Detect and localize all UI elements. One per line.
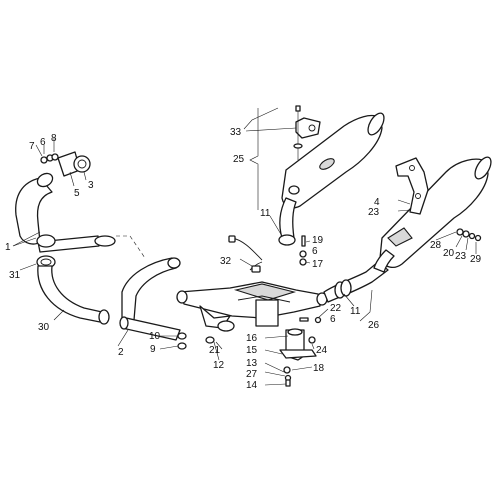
callout-16: 16: [246, 333, 258, 344]
callout-19: 19: [312, 235, 324, 246]
callout-29: 29: [470, 254, 482, 265]
callout-18: 18: [313, 363, 325, 374]
callout-11-b: 11: [350, 306, 361, 317]
flange-gasket-assembly: [40, 151, 91, 177]
callout-1: 1: [5, 242, 11, 253]
bracket-4: [395, 157, 429, 215]
oxygen-sensor-32: [228, 235, 263, 273]
callout-15: 15: [246, 345, 258, 356]
callout-21: 21: [209, 345, 221, 356]
callout-20: 20: [443, 248, 455, 259]
callout-31: 31: [9, 270, 21, 281]
upper-muffler-25: [278, 112, 385, 246]
callout-11-a: 11: [260, 208, 271, 219]
callout-33: 33: [230, 127, 242, 138]
callout-10: 10: [149, 331, 161, 342]
header-pipe-2: [119, 257, 181, 341]
callout-32: 32: [220, 256, 232, 267]
callout-2: 2: [118, 347, 124, 358]
alignment-line-1: [116, 235, 146, 259]
callout-6-a: 6: [40, 137, 46, 148]
callout-27: 27: [246, 369, 258, 380]
callout-13: 13: [246, 358, 258, 369]
callout-6-b: 6: [312, 246, 318, 257]
callout-4: 4: [374, 197, 380, 208]
callout-24: 24: [316, 345, 328, 356]
callout-25: 25: [233, 154, 245, 165]
callout-23-a: 23: [368, 207, 380, 218]
leader-lines: [12, 107, 477, 386]
stand-bracket: [279, 328, 317, 387]
collector-box: [176, 281, 328, 332]
callout-30: 30: [38, 322, 50, 333]
callout-22: 22: [330, 303, 342, 314]
callout-28: 28: [430, 240, 442, 251]
callout-5: 5: [74, 188, 80, 199]
callout-9: 9: [150, 344, 156, 355]
callout-23-b: 23: [455, 251, 467, 262]
header-pipe-1: [15, 172, 116, 253]
link-pipe-26: [323, 261, 389, 303]
callout-3: 3: [88, 180, 94, 191]
right-muffler-26: [373, 156, 492, 273]
callout-labels: 1 2 3 4 5 6 6 6 7 8 9 10 11 11 12 13 14 …: [5, 127, 482, 391]
callout-12: 12: [213, 360, 225, 371]
callout-14: 14: [246, 380, 258, 391]
callout-26: 26: [368, 320, 380, 331]
lower-pipe-30: [37, 265, 110, 325]
callout-7: 7: [29, 141, 35, 152]
callout-8: 8: [51, 133, 57, 144]
washers-right: [456, 228, 482, 242]
group-bracket-25: [249, 108, 259, 210]
callout-6-c: 6: [330, 314, 336, 325]
bracket-33: [293, 105, 321, 160]
callout-17: 17: [312, 259, 324, 270]
